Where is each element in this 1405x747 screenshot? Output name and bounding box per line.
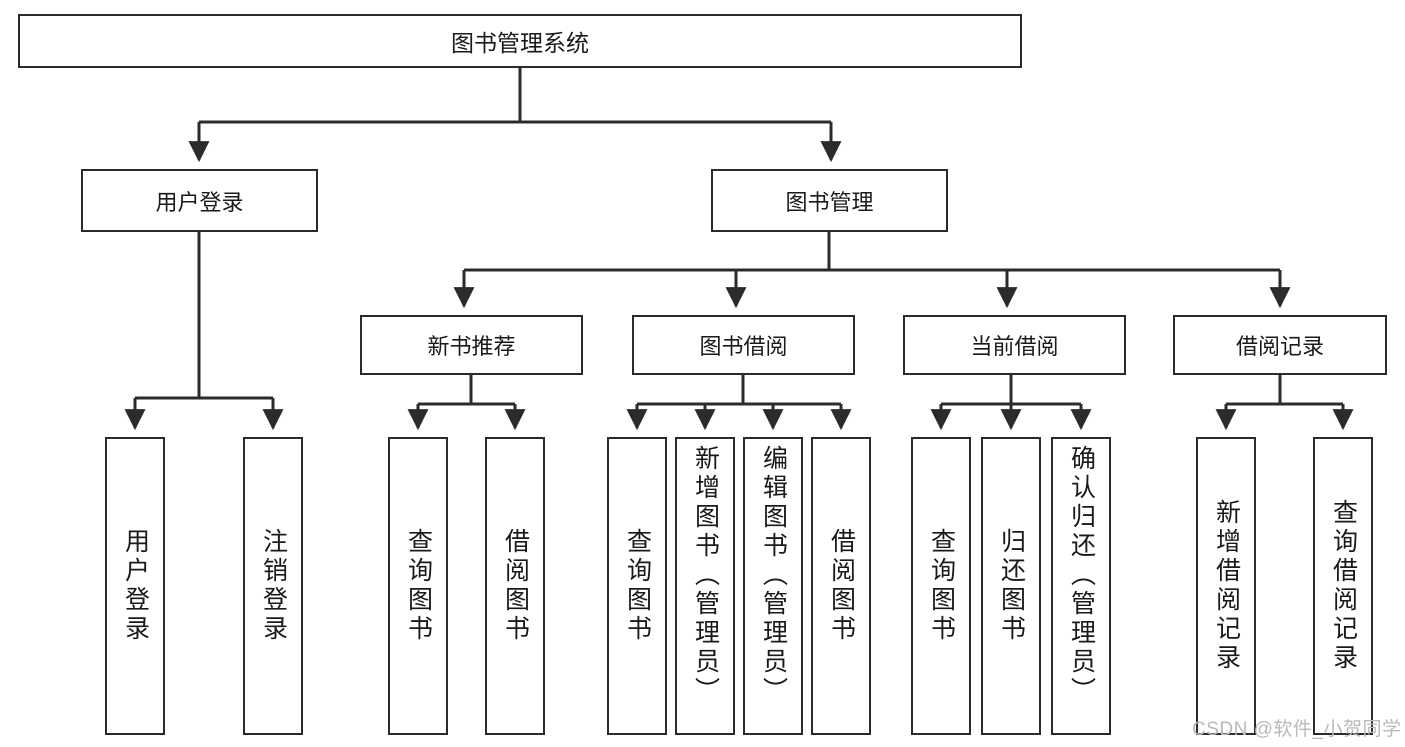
leaf-add-book-admin[interactable]: 新增图书（管理员） bbox=[675, 437, 735, 735]
leaf-query-borrow-record[interactable]: 查询借阅记录 bbox=[1313, 437, 1373, 735]
leaf-add-borrow-record[interactable]: 新增借阅记录 bbox=[1196, 437, 1256, 735]
leaf-logout[interactable]: 注销登录 bbox=[243, 437, 303, 735]
node-current-borrow[interactable]: 当前借阅 bbox=[903, 315, 1126, 375]
node-book-management[interactable]: 图书管理 bbox=[711, 169, 948, 232]
leaf-user-login[interactable]: 用户登录 bbox=[105, 437, 165, 735]
leaf-query-book-borrow[interactable]: 查询图书 bbox=[607, 437, 667, 735]
leaf-return-book[interactable]: 归还图书 bbox=[981, 437, 1041, 735]
node-book-borrow[interactable]: 图书借阅 bbox=[632, 315, 855, 375]
csdn-watermark: CSDN @软件_小贺同学 bbox=[1192, 719, 1402, 740]
leaf-borrow-book-recommend[interactable]: 借阅图书 bbox=[485, 437, 545, 735]
leaf-confirm-return-admin[interactable]: 确认归还（管理员） bbox=[1051, 437, 1111, 735]
leaf-edit-book-admin[interactable]: 编辑图书（管理员） bbox=[743, 437, 803, 735]
node-borrow-records[interactable]: 借阅记录 bbox=[1173, 315, 1387, 375]
node-root[interactable]: 图书管理系统 bbox=[18, 14, 1022, 68]
leaf-query-book-current[interactable]: 查询图书 bbox=[911, 437, 971, 735]
leaf-query-book-recommend[interactable]: 查询图书 bbox=[388, 437, 448, 735]
node-user-login[interactable]: 用户登录 bbox=[81, 169, 318, 232]
leaf-lend-book[interactable]: 借阅图书 bbox=[811, 437, 871, 735]
node-new-book-recommend[interactable]: 新书推荐 bbox=[360, 315, 583, 375]
